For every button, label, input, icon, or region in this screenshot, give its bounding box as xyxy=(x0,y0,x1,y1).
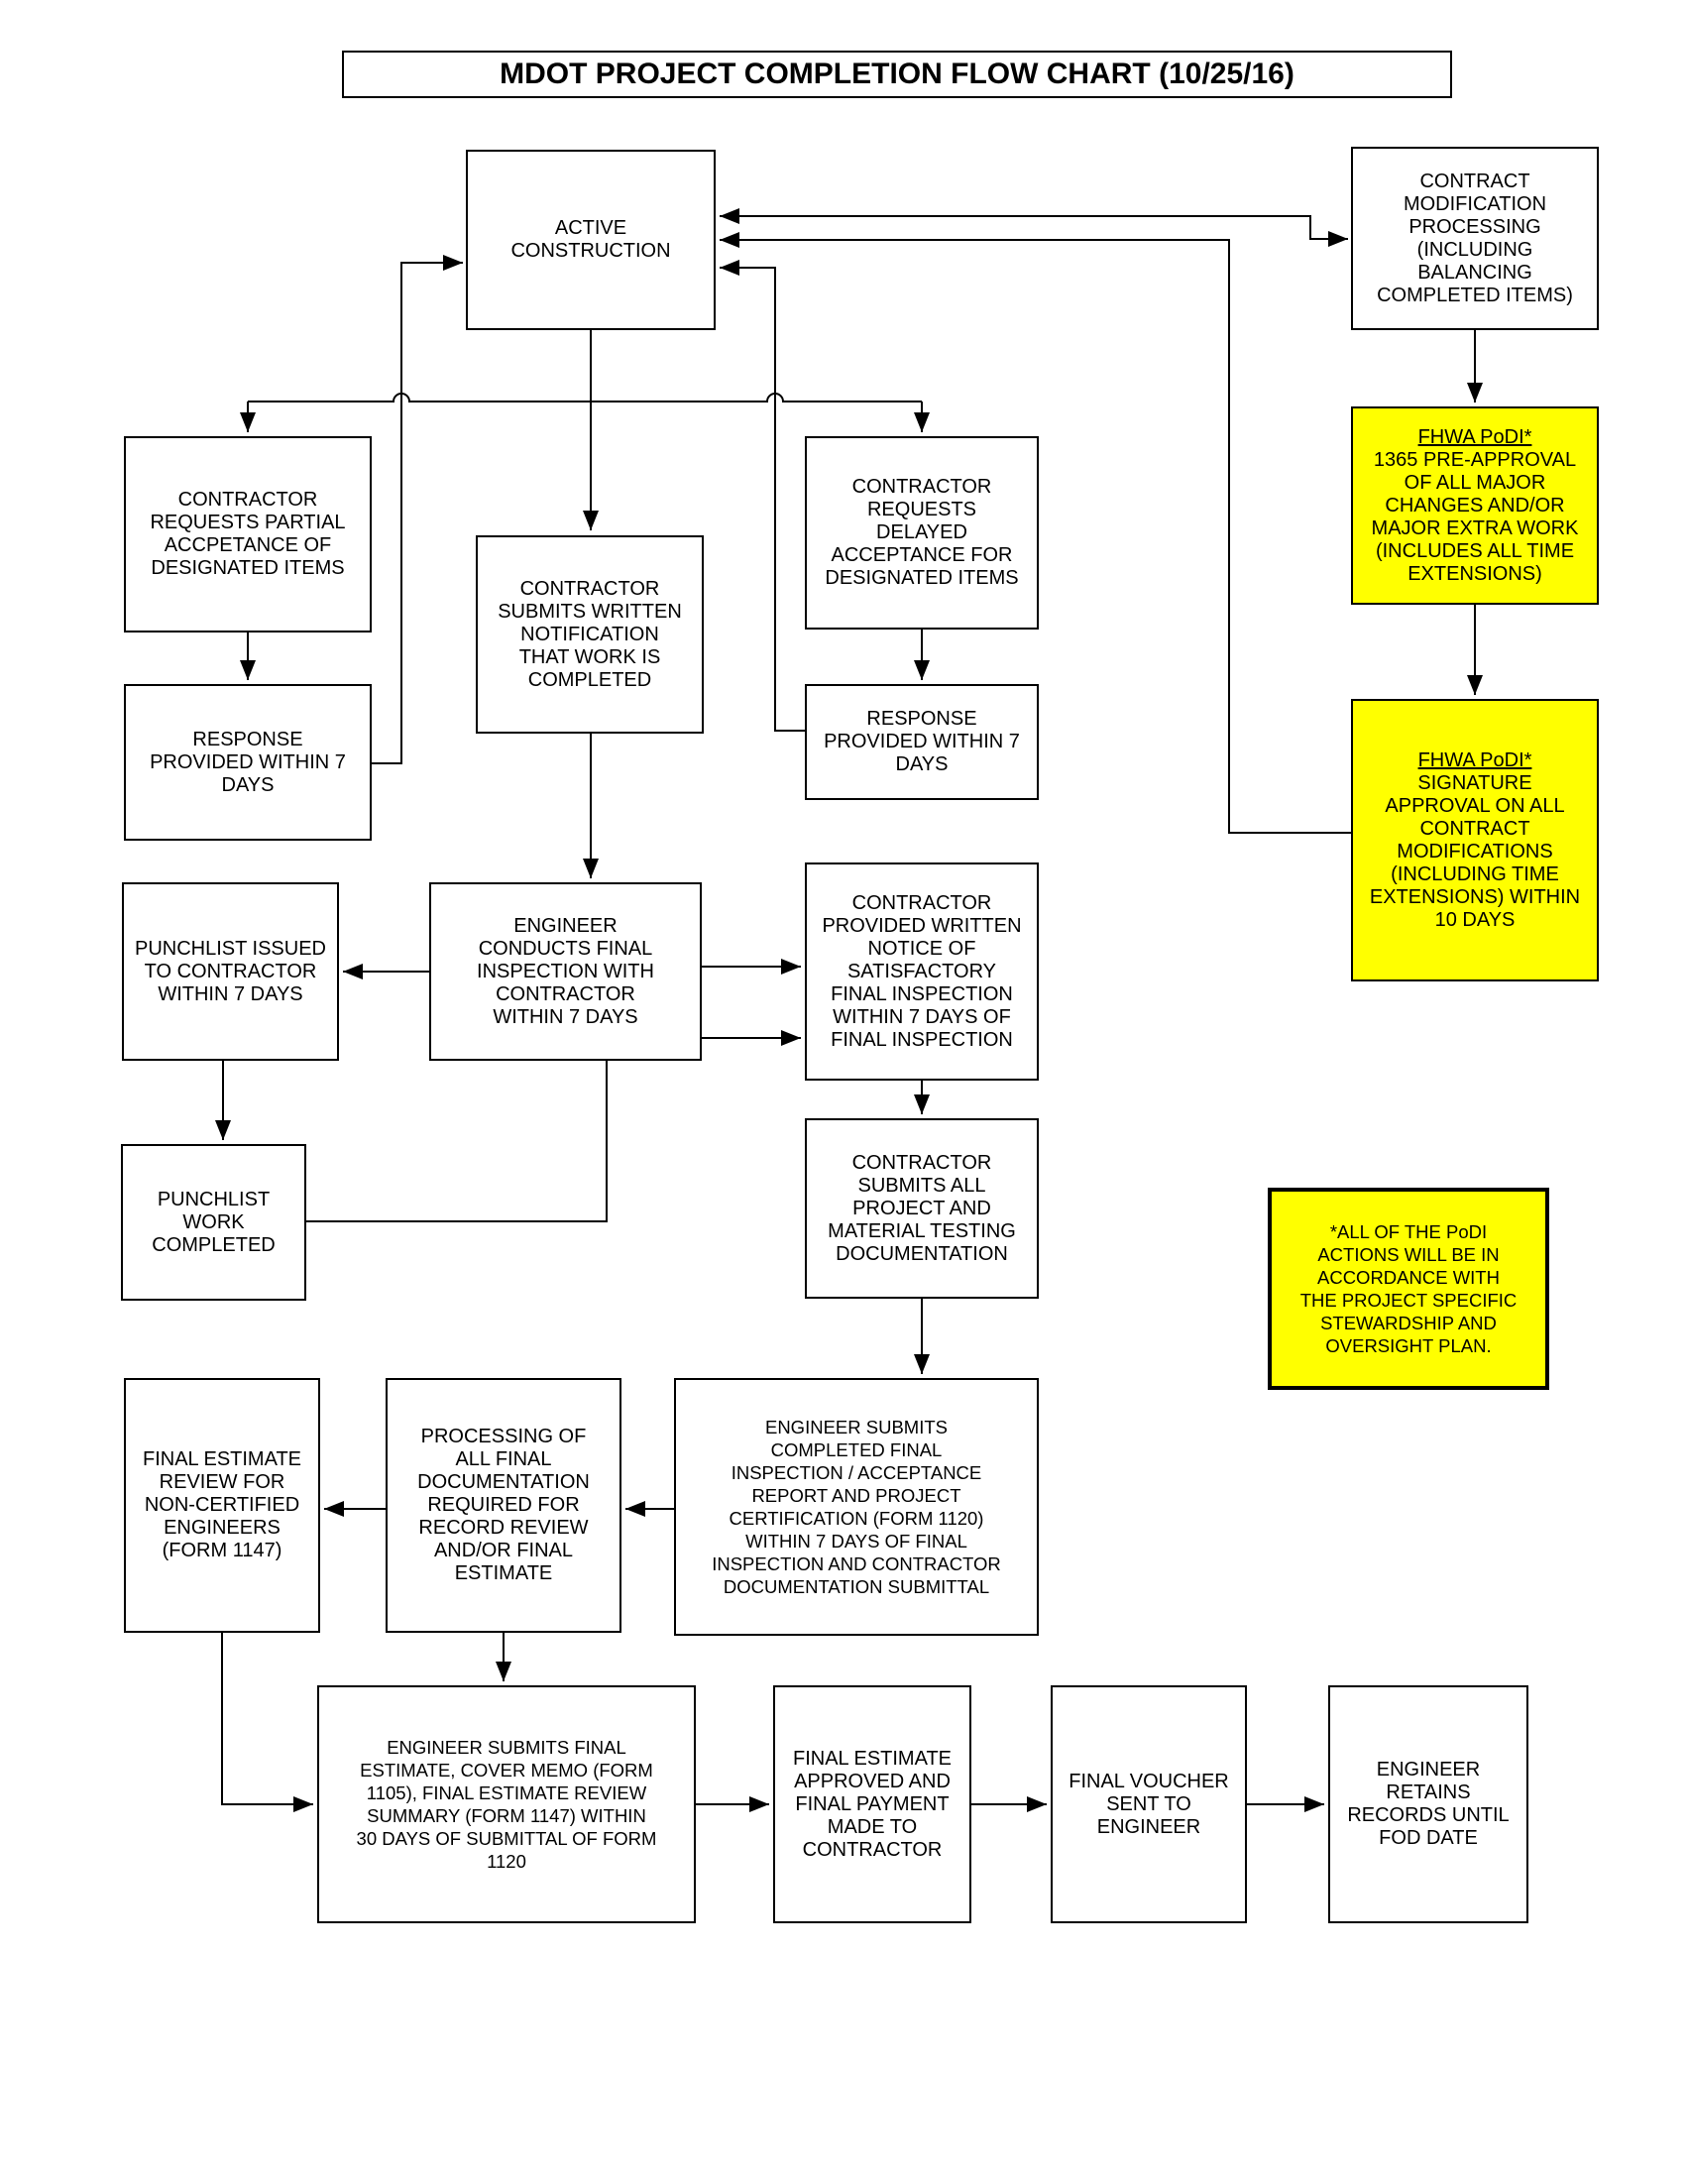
node-fhwa-podi-signature-body: SIGNATURE APPROVAL ON ALL CONTRACT MODIF… xyxy=(1369,771,1581,931)
node-contractor-written-notification-label: CONTRACTOR SUBMITS WRITTEN NOTIFICATION … xyxy=(498,577,682,691)
chart-title: MDOT PROJECT COMPLETION FLOW CHART (10/2… xyxy=(342,51,1452,98)
node-contract-modification: CONTRACT MODIFICATION PROCESSING (INCLUD… xyxy=(1351,147,1599,330)
node-active-construction: ACTIVE CONSTRUCTION xyxy=(466,150,716,330)
node-final-estimate-review-label: FINAL ESTIMATE REVIEW FOR NON-CERTIFIED … xyxy=(142,1448,302,1561)
node-engineer-final-inspection-label: ENGINEER CONDUCTS FINAL INSPECTION WITH … xyxy=(477,914,654,1028)
node-podi-note: *ALL OF THE PoDI ACTIONS WILL BE IN ACCO… xyxy=(1268,1188,1549,1390)
node-response-7days-left: RESPONSE PROVIDED WITHIN 7 DAYS xyxy=(124,684,372,841)
node-engineer-retains-records: ENGINEER RETAINS RECORDS UNTIL FOD DATE xyxy=(1328,1685,1528,1923)
node-engineer-submits-form1120-label: ENGINEER SUBMITS COMPLETED FINAL INSPECT… xyxy=(712,1417,1001,1597)
node-contractor-partial-acceptance-label: CONTRACTOR REQUESTS PARTIAL ACCPETANCE O… xyxy=(150,489,346,579)
node-active-construction-label: ACTIVE CONSTRUCTION xyxy=(510,217,671,262)
chart-title-text: MDOT PROJECT COMPLETION FLOW CHART (10/2… xyxy=(500,57,1294,90)
node-contractor-written-notification: CONTRACTOR SUBMITS WRITTEN NOTIFICATION … xyxy=(476,535,704,734)
node-contractor-partial-acceptance: CONTRACTOR REQUESTS PARTIAL ACCPETANCE O… xyxy=(124,436,372,632)
node-engineer-submits-final-estimate-label: ENGINEER SUBMITS FINAL ESTIMATE, COVER M… xyxy=(356,1737,657,1872)
node-podi-note-label: *ALL OF THE PoDI ACTIONS WILL BE IN ACCO… xyxy=(1299,1221,1518,1356)
node-fhwa-podi-preapproval-header: FHWA PoDI* xyxy=(1417,425,1532,448)
node-punchlist-issued-label: PUNCHLIST ISSUED TO CONTRACTOR WITHIN 7 … xyxy=(134,937,326,1005)
node-response-7days-left-label: RESPONSE PROVIDED WITHIN 7 DAYS xyxy=(150,728,346,796)
node-final-voucher-label: FINAL VOUCHER SENT TO ENGINEER xyxy=(1069,1770,1229,1838)
node-fhwa-podi-preapproval: FHWA PoDI* 1365 PRE-APPROVAL OF ALL MAJO… xyxy=(1351,406,1599,605)
node-processing-final-documentation: PROCESSING OF ALL FINAL DOCUMENTATION RE… xyxy=(386,1378,621,1633)
node-contractor-documentation-label: CONTRACTOR SUBMITS ALL PROJECT AND MATER… xyxy=(828,1151,1016,1265)
node-engineer-retains-records-label: ENGINEER RETAINS RECORDS UNTIL FOD DATE xyxy=(1347,1759,1510,1849)
node-response-7days-right-label: RESPONSE PROVIDED WITHIN 7 DAYS xyxy=(824,708,1020,775)
node-final-voucher: FINAL VOUCHER SENT TO ENGINEER xyxy=(1051,1685,1247,1923)
node-contractor-delayed-acceptance-label: CONTRACTOR REQUESTS DELAYED ACCEPTANCE F… xyxy=(825,476,1019,589)
node-written-notice-satisfactory: CONTRACTOR PROVIDED WRITTEN NOTICE OF SA… xyxy=(805,862,1039,1081)
node-contract-modification-label: CONTRACT MODIFICATION PROCESSING (INCLUD… xyxy=(1377,170,1573,306)
node-response-7days-right: RESPONSE PROVIDED WITHIN 7 DAYS xyxy=(805,684,1039,800)
node-final-estimate-approved-label: FINAL ESTIMATE APPROVED AND FINAL PAYMEN… xyxy=(792,1747,953,1861)
node-contractor-delayed-acceptance: CONTRACTOR REQUESTS DELAYED ACCEPTANCE F… xyxy=(805,436,1039,630)
node-fhwa-podi-signature: FHWA PoDI* SIGNATURE APPROVAL ON ALL CON… xyxy=(1351,699,1599,981)
node-fhwa-podi-signature-header: FHWA PoDI* xyxy=(1417,748,1532,771)
node-engineer-submits-final-estimate: ENGINEER SUBMITS FINAL ESTIMATE, COVER M… xyxy=(317,1685,696,1923)
node-contractor-documentation: CONTRACTOR SUBMITS ALL PROJECT AND MATER… xyxy=(805,1118,1039,1299)
node-processing-final-documentation-label: PROCESSING OF ALL FINAL DOCUMENTATION RE… xyxy=(417,1426,590,1584)
node-final-estimate-review: FINAL ESTIMATE REVIEW FOR NON-CERTIFIED … xyxy=(124,1378,320,1633)
node-engineer-submits-form1120: ENGINEER SUBMITS COMPLETED FINAL INSPECT… xyxy=(674,1378,1039,1636)
node-final-estimate-approved: FINAL ESTIMATE APPROVED AND FINAL PAYMEN… xyxy=(773,1685,971,1923)
node-engineer-final-inspection: ENGINEER CONDUCTS FINAL INSPECTION WITH … xyxy=(429,882,702,1061)
node-punchlist-work-completed: PUNCHLIST WORK COMPLETED xyxy=(121,1144,306,1301)
node-written-notice-satisfactory-label: CONTRACTOR PROVIDED WRITTEN NOTICE OF SA… xyxy=(822,891,1022,1051)
node-punchlist-work-completed-label: PUNCHLIST WORK COMPLETED xyxy=(152,1188,276,1256)
node-fhwa-podi-preapproval-body: 1365 PRE-APPROVAL OF ALL MAJOR CHANGES A… xyxy=(1371,448,1579,585)
node-punchlist-issued: PUNCHLIST ISSUED TO CONTRACTOR WITHIN 7 … xyxy=(122,882,339,1061)
